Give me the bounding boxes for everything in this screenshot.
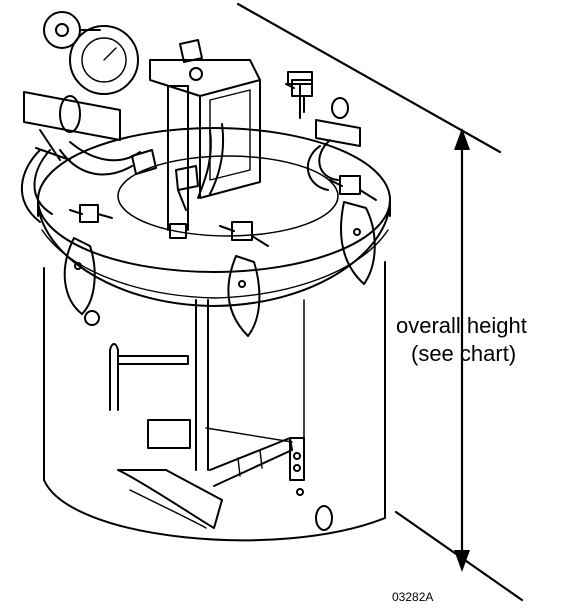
dimension-arrowheads — [454, 128, 470, 572]
lid-clamps — [63, 79, 377, 337]
see-chart-label: (see chart) — [411, 341, 517, 366]
overall-height-label: overall height — [396, 313, 527, 338]
agitator — [109, 299, 305, 529]
regulator-assembly — [21, 11, 361, 239]
height-dimension — [236, 2, 524, 602]
tank-body — [43, 261, 386, 542]
figure-id: 03282A — [392, 590, 434, 604]
